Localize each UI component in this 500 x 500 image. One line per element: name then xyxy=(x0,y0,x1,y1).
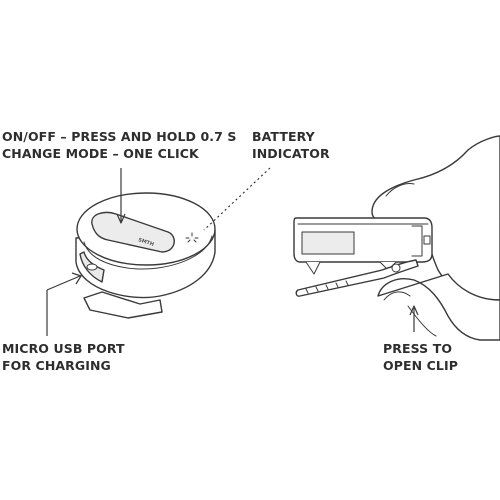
onoff-label-line2: CHANGE MODE – ONE CLICK xyxy=(2,146,199,161)
onoff-label-line1: ON/OFF – PRESS AND HOLD 0.7 S xyxy=(2,129,237,144)
front-panel xyxy=(301,231,355,255)
press-clip-label-line2: OPEN CLIP xyxy=(383,358,458,373)
press-clip-label-line1: PRESS TO xyxy=(383,341,453,356)
battery-indicator-icon xyxy=(185,232,199,243)
leader-lines-left xyxy=(46,167,271,336)
onoff-label: ON/OFF – PRESS AND HOLD 0.7 S CHANGE MOD… xyxy=(2,128,236,162)
battery-label-line1: BATTERY xyxy=(252,129,315,144)
device-clip xyxy=(83,291,163,319)
usb-label-line1: MICRO USB PORT xyxy=(2,341,125,356)
leader-line-press xyxy=(409,305,419,332)
device-top-rim xyxy=(83,235,213,270)
battery-label-line2: INDICATOR xyxy=(252,146,330,161)
usb-label-line2: FOR CHARGING xyxy=(2,358,111,373)
lower-thumb xyxy=(377,273,500,341)
usb-slot xyxy=(86,263,98,271)
usb-label: MICRO USB PORT FOR CHARGING xyxy=(2,340,125,374)
press-clip-label: PRESS TO OPEN CLIP xyxy=(383,340,458,374)
side-view-device xyxy=(293,217,433,297)
button-logo: SMTH xyxy=(137,237,154,248)
power-button xyxy=(91,211,175,253)
battery-label: BATTERY INDICATOR xyxy=(252,128,330,162)
clip-hinge xyxy=(391,263,401,273)
side-button xyxy=(423,235,431,245)
round-light-device: SMTH xyxy=(75,192,216,319)
